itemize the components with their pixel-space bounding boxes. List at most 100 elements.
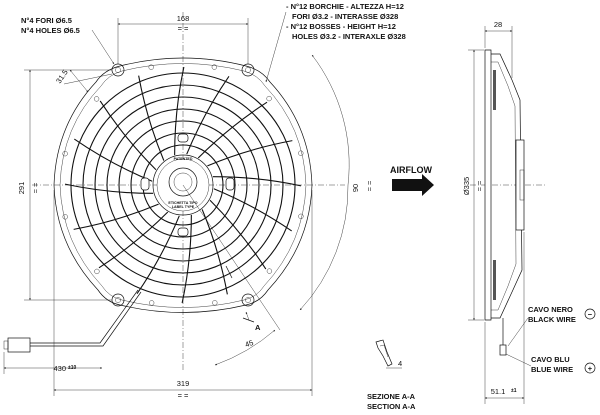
grille-spoke <box>209 199 267 270</box>
side-view <box>470 49 545 356</box>
dim-90-center-mark: = = <box>365 180 374 191</box>
grille-spoke <box>174 66 185 156</box>
dim-51-tol: ±1 <box>511 388 517 394</box>
mount-hole-bottom-right <box>245 297 251 303</box>
dim-45-line <box>182 184 281 331</box>
grille-spoke <box>64 183 154 194</box>
connector <box>7 337 31 353</box>
grille-ring <box>94 96 272 274</box>
bosses-note-leader <box>265 11 287 83</box>
mount-hole-bottom-left <box>115 297 121 303</box>
dim-90-text: 90 <box>351 184 360 192</box>
mount-hole-top-left <box>115 67 121 73</box>
section-title-en: SECTION A-A <box>367 402 416 411</box>
boss <box>266 95 272 102</box>
dim-31-5-text: 31.5 <box>54 68 70 85</box>
grille-spoke <box>201 209 228 295</box>
grille-ring <box>118 120 248 250</box>
grille-ring <box>82 84 284 286</box>
bosses-note-it-2: FORI Ø3.2 - INTERASSE Ø328 <box>292 12 398 21</box>
dim-335-center-mark: = = <box>475 180 484 191</box>
grille-spoke <box>181 214 192 304</box>
grille-spoke <box>136 215 180 294</box>
black-wire-it: CAVO NERO <box>528 305 573 314</box>
hub-label-it: ETICHETTA TIPO <box>168 201 197 205</box>
grille-spoke <box>98 211 169 269</box>
dim-31-5-line <box>69 69 89 93</box>
mount-ear-bottom-right <box>241 293 255 307</box>
cable-2 <box>30 291 142 347</box>
dim-168-center-mark: = = <box>178 24 189 33</box>
mount-ear-top-right <box>241 63 255 77</box>
dim-291-text: 291 <box>17 182 26 195</box>
boss <box>93 96 100 102</box>
grille-ring <box>130 132 236 238</box>
boss <box>94 268 100 275</box>
dim-168-text: 168 <box>177 14 190 23</box>
airflow-indicator: AIRFLOW <box>390 165 434 196</box>
dim-90-arc <box>299 54 350 311</box>
blue-wire-it: CAVO BLU <box>531 355 570 364</box>
hub-label-en: LABEL TYPE <box>172 205 195 209</box>
grille-spoke <box>207 140 293 167</box>
dim-31-5-ext <box>63 73 113 85</box>
grille-spoke <box>197 101 268 159</box>
section-profile <box>375 339 393 367</box>
section-arrow-lower <box>245 311 250 321</box>
dim-291-center-mark: = = <box>31 182 40 193</box>
side-shade-top <box>493 70 496 110</box>
section-detail: 4 SEZIONE A-A SECTION A-A <box>367 339 416 411</box>
side-housing-inner <box>491 61 517 311</box>
side-motor-cap <box>519 169 525 201</box>
side-back-plate <box>484 49 492 321</box>
front-view: PATENTED ETICHETTA TIPO LABEL TYPE <box>3 12 345 372</box>
boss <box>62 214 68 220</box>
airflow-arrow-icon <box>392 174 434 196</box>
plus-sign-circle <box>584 362 596 374</box>
bosses-note-it-1: - N°12 BORCHIE - ALTEZZA H=12 <box>286 2 404 11</box>
minus-sign-circle <box>584 308 596 320</box>
boss <box>211 64 217 70</box>
holes-note-leader <box>91 29 115 65</box>
dim-319-center-mark: = = <box>178 391 189 400</box>
wire-labels: CAVO NERO BLACK WIRE − CAVO BLU BLUE WIR… <box>505 305 596 374</box>
mount-hole-top-right <box>245 67 251 73</box>
bosses-note-en-2: HOLES Ø3.2 - INTERAXLE Ø328 <box>292 32 406 41</box>
boss <box>149 300 155 306</box>
section-dim-text: 4 <box>398 359 402 368</box>
dim-51-text: 51.1 <box>491 387 506 396</box>
boss <box>212 300 218 306</box>
hub-patented-text: PATENTED <box>174 157 193 161</box>
boss <box>148 64 154 70</box>
section-cut-line-upper <box>225 265 233 279</box>
boss <box>298 150 304 156</box>
holes-note: N°4 FORI Ø6.5 N°4 HOLES Ø6.5 <box>21 16 115 65</box>
motor-cap-inner <box>173 172 193 192</box>
side-wire-terminal <box>499 344 507 356</box>
section-cut-line-lower <box>242 317 255 323</box>
cable <box>30 289 139 344</box>
boss <box>266 268 273 274</box>
fan-housing-outline <box>53 57 313 313</box>
dim-45-text: 45 <box>244 338 255 349</box>
holes-note-it: N°4 FORI Ø6.5 <box>21 16 72 25</box>
black-wire-leader <box>507 317 529 347</box>
boss <box>298 213 304 219</box>
section-marker-a-lower: A <box>255 323 261 332</box>
dim-335-text: Ø335 <box>462 177 471 195</box>
black-wire-en: BLACK WIRE <box>528 315 576 324</box>
boss <box>62 151 68 157</box>
plus-sign: + <box>588 364 593 373</box>
motor-tab-bottom <box>177 227 189 237</box>
motor-tab-right <box>225 177 235 191</box>
motor-cap <box>168 167 198 197</box>
grille-spokes <box>64 66 302 304</box>
grille-spoke <box>138 75 165 161</box>
section-title-it: SEZIONE A-A <box>367 392 416 401</box>
grille-spoke <box>186 76 230 155</box>
dim-45-arc <box>214 329 276 366</box>
section-profile-inner <box>379 344 389 358</box>
bosses-note: - N°12 BORCHIE - ALTEZZA H=12 FORI Ø3.2 … <box>265 2 406 83</box>
motor-tab-top <box>177 133 189 143</box>
